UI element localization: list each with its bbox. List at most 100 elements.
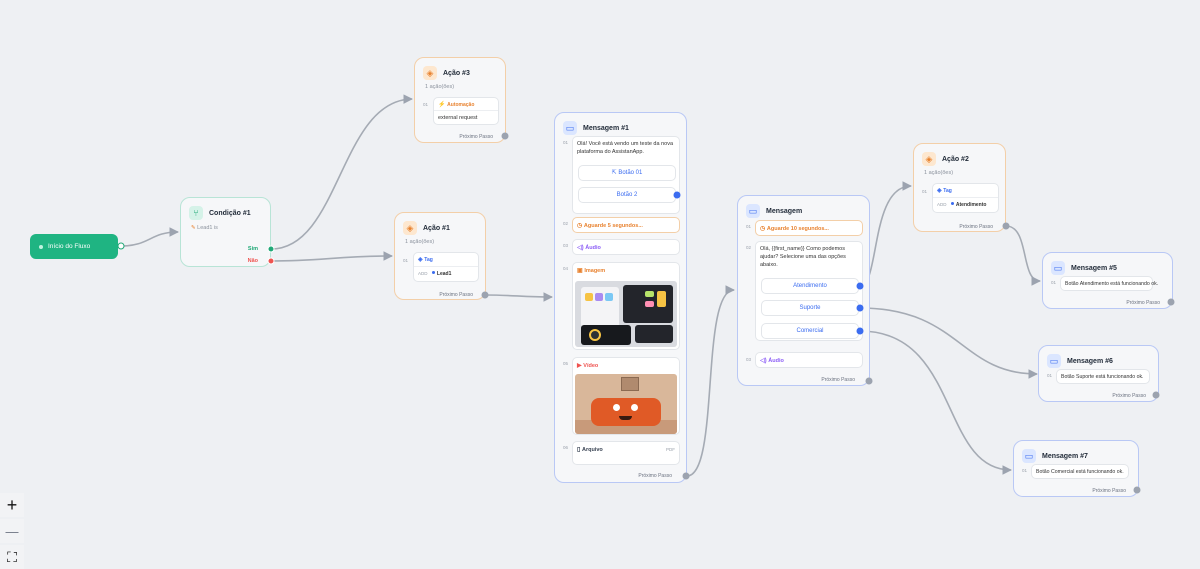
msg1-index-1: 01: [563, 140, 569, 145]
edge-acao1-to-msg1: [484, 292, 553, 302]
edge-start-to-condicao: [120, 227, 179, 247]
zoom-in-button[interactable]: +: [0, 493, 24, 517]
msg-title: Mensagem: [766, 207, 803, 215]
acao3-title: Ação #3: [443, 69, 470, 77]
acao1-action-card[interactable]: ◈ Tag ADD Lead1: [413, 252, 479, 282]
msg1-file-type: PDF: [666, 447, 675, 452]
msg-next-port[interactable]: [865, 377, 873, 385]
acao3-next-label: Próximo Passo: [459, 134, 493, 140]
msg5-node[interactable]: ▭Mensagem #5 01 Botão Atendimento está f…: [1042, 252, 1173, 309]
fit-view-button[interactable]: ⛶: [0, 545, 24, 569]
acao2-action-card[interactable]: ◈ Tag ADD Atendimento: [932, 183, 999, 213]
acao3-kind: Automação: [447, 102, 475, 108]
msg1-video-card[interactable]: ▶ Vídeo: [572, 357, 680, 435]
msg1-image-card[interactable]: ▣ Imagem: [572, 262, 680, 350]
msg-wait-card[interactable]: ◷ Aguarde 10 segundos...: [755, 220, 863, 236]
acao1-next-port[interactable]: [481, 291, 489, 299]
start-output-port[interactable]: [117, 242, 125, 250]
msg7-text-card[interactable]: Botão Comercial está funcionando ok.: [1031, 464, 1129, 479]
acao3-next-port[interactable]: [501, 132, 509, 140]
acao3-action-card[interactable]: ⚡ Automação external request: [433, 97, 499, 125]
msg1-audio-card[interactable]: ◁) Áudio: [572, 239, 680, 255]
zoom-out-button[interactable]: —: [0, 519, 24, 543]
acao2-value: Atendimento: [955, 202, 987, 208]
condicao-rule-icon: ✎: [191, 225, 196, 231]
tag-small-icon: ◈: [418, 257, 423, 263]
edge-sim-to-acao3: [270, 94, 413, 250]
msg5-next-port[interactable]: [1167, 298, 1175, 306]
msg1-wait-card[interactable]: ◷ Aguarde 5 segundos...: [572, 217, 680, 233]
timer-icon: ◷: [577, 223, 583, 229]
msg1-wait: Aguarde 5 segundos...: [583, 223, 643, 229]
msg7-text: Botão Comercial está funcionando ok.: [1036, 469, 1124, 475]
branch-icon: ⑂: [189, 206, 203, 220]
acao2-next-label: Próximo Passo: [959, 224, 993, 230]
msg7-index: 01: [1022, 468, 1028, 473]
acao1-index: 01: [403, 258, 409, 263]
comercial-port[interactable]: [856, 327, 864, 335]
condicao-no-label: Não: [247, 258, 258, 264]
acao1-next-label: Próximo Passo: [439, 292, 473, 298]
msg6-next-port[interactable]: [1152, 391, 1160, 399]
edge-acao2-to-msg5: [1005, 225, 1041, 286]
acao3-detail: external request: [438, 115, 478, 121]
speaker-icon: ◁): [577, 245, 584, 251]
start-dot-icon: [39, 244, 43, 249]
acao1-value: Lead1: [436, 271, 452, 277]
msg-node[interactable]: ▭ Mensagem 01 ◷ Aguarde 10 segundos... 02…: [737, 195, 870, 386]
msg-button-comercial[interactable]: Comercial: [761, 323, 859, 339]
acao2-next-port[interactable]: [1002, 222, 1010, 230]
acao1-count: 1 ação(ões): [405, 239, 435, 245]
acao3-node[interactable]: ◈Ação #3 1 ação(ões) 01 ⚡ Automação exte…: [414, 57, 506, 143]
acao1-node[interactable]: ◈Ação #1 1 ação(ões) 01 ◈ Tag ADD Lead1 …: [394, 212, 486, 300]
condicao-yes-port[interactable]: [267, 245, 275, 253]
msg1-button-2[interactable]: Botão 2: [578, 187, 676, 203]
msg1-index-5: 05: [563, 361, 569, 366]
msg-audio-card[interactable]: ◁) Áudio: [755, 352, 863, 368]
bolt-icon: ⚡: [438, 102, 446, 108]
video-thumbnail: [575, 374, 677, 434]
msg1-file-card[interactable]: ▯ Arquivo PDF: [572, 441, 680, 465]
msg1-button-2-port[interactable]: [673, 191, 681, 199]
msg5-index: 01: [1051, 280, 1057, 285]
msg1-index-2: 02: [563, 221, 569, 226]
edge-comercial-to-msg7: [859, 330, 1012, 475]
msg1-text: Olá! Você está vendo um teste da nova pl…: [577, 141, 674, 155]
acao2-node[interactable]: ◈Ação #2 1 ação(ões) 01 ◈ Tag ADD Atendi…: [913, 143, 1006, 232]
external-link-icon: ⇱: [611, 170, 617, 176]
acao1-kind: Tag: [424, 257, 433, 263]
acao2-kind: Tag: [943, 188, 952, 194]
msg5-text-card[interactable]: Botão Atendimento está funcionando ok.: [1060, 276, 1158, 291]
msg-next-label: Próximo Passo: [821, 377, 855, 383]
tag-dot-icon: [950, 202, 954, 205]
chat-icon: ▭: [746, 204, 760, 218]
edge-msg1-to-msg: [686, 285, 735, 477]
msg-button-suporte[interactable]: Suporte: [761, 300, 859, 316]
suporte-port[interactable]: [856, 304, 864, 312]
msg1-button-2-label: Botão 2: [616, 192, 638, 198]
msg7-next-port[interactable]: [1133, 486, 1141, 494]
msg6-node[interactable]: ▭Mensagem #6 01 Botão Suporte está funci…: [1038, 345, 1159, 402]
acao1-title: Ação #1: [423, 224, 450, 232]
msg-index-2: 02: [746, 245, 752, 250]
file-icon: ▯: [577, 447, 581, 453]
msg7-next-label: Próximo Passo: [1092, 488, 1126, 494]
msg-index-1: 01: [746, 224, 752, 229]
msg1-next-label: Próximo Passo: [638, 473, 672, 479]
msg-text: Olá, {{first_name}} Como podemos ajudar?…: [760, 246, 846, 268]
msg-button-atendimento[interactable]: Atendimento: [761, 278, 859, 294]
msg1-next-port[interactable]: [682, 472, 690, 480]
atendimento-port[interactable]: [856, 282, 864, 290]
msg5-text: Botão Atendimento está funcionando ok.: [1065, 281, 1159, 287]
msg-audio: Áudio: [768, 358, 784, 364]
msg1-file: Arquivo: [581, 447, 603, 453]
msg1-node[interactable]: ▭Mensagem #1 01 Olá! Você está vendo um …: [554, 112, 687, 483]
msg7-node[interactable]: ▭Mensagem #7 01 Botão Comercial está fun…: [1013, 440, 1139, 497]
condicao-node[interactable]: ⑂Condição #1 ✎ Lead1 is Sim Não: [180, 197, 271, 267]
msg6-text-card[interactable]: Botão Suporte está funcionando ok.: [1056, 369, 1150, 384]
msg1-title: Mensagem #1: [583, 124, 629, 132]
condicao-no-port[interactable]: [267, 257, 275, 265]
start-node[interactable]: Início do Fluxo: [30, 234, 118, 259]
msg1-button-1[interactable]: ⇱ Botão 01: [578, 165, 676, 181]
msg6-text: Botão Suporte está funcionando ok.: [1061, 374, 1144, 380]
